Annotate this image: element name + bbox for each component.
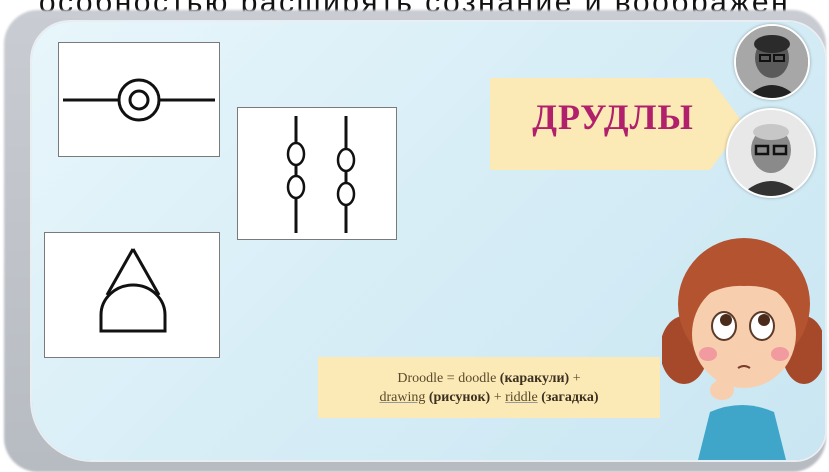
droodle-poles-drawing bbox=[286, 116, 356, 233]
droodle-circle-drawing bbox=[63, 78, 215, 122]
slide: ДРУДЛЫ Droodle = doodle (каракули) + bbox=[32, 22, 825, 460]
banner-arrow-shape bbox=[490, 78, 744, 170]
translation-drawing: (рисунок) bbox=[428, 389, 491, 405]
word-drawing: drawing bbox=[379, 389, 426, 405]
word-droodle: Droodle bbox=[397, 370, 444, 386]
title-banner: ДРУДЛЫ bbox=[490, 78, 745, 170]
formula-line-1: Droodle = doodle (каракули) + bbox=[318, 369, 660, 388]
thinking-girl-illustration bbox=[662, 238, 822, 460]
plus-sign: + bbox=[490, 389, 506, 405]
person-photo-icon bbox=[736, 26, 808, 98]
droodle-definition: Droodle = doodle (каракули) + drawing (р… bbox=[318, 357, 660, 418]
word-doodle: doodle bbox=[458, 370, 497, 386]
translation-riddle: (загадка) bbox=[541, 389, 599, 405]
plus-sign: + bbox=[569, 370, 581, 386]
droodle-card-poles bbox=[237, 107, 397, 240]
person-photo-icon bbox=[728, 110, 814, 196]
translation-doodle: (каракули) bbox=[499, 370, 570, 386]
formula-line-2: drawing (рисунок) + riddle (загадка) bbox=[318, 388, 660, 407]
equals-sign: = bbox=[443, 370, 459, 386]
word-riddle: riddle bbox=[505, 389, 538, 405]
droodle-card-circle bbox=[58, 42, 220, 157]
portrait-top bbox=[734, 24, 810, 100]
droodle-cone-drawing bbox=[99, 248, 167, 333]
droodle-card-cone bbox=[44, 232, 220, 358]
slide-title: ДРУДЛЫ bbox=[532, 97, 694, 137]
portrait-bottom bbox=[726, 108, 816, 198]
